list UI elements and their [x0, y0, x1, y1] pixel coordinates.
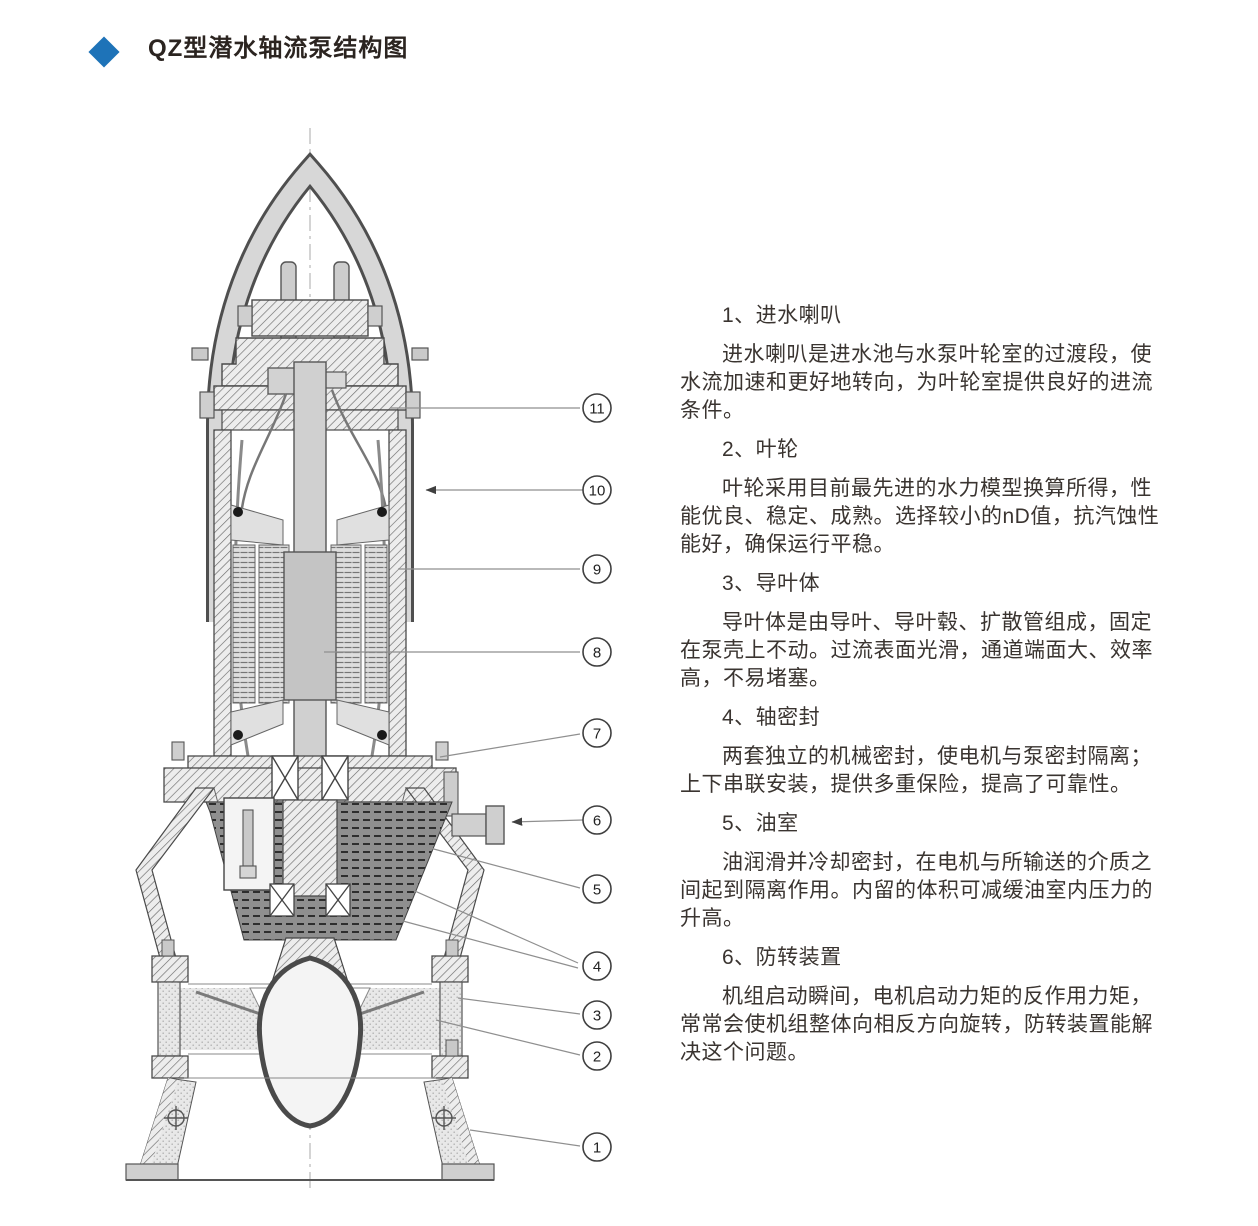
section-body: 油润滑并冷却密封，在电机与所输送的介质之间起到隔离作用。内留的体积可减缓油室内压… [680, 851, 1153, 930]
section-heading: 1、进水喇叭 [722, 304, 842, 327]
callout-9: 9 [582, 554, 612, 584]
callout-4: 4 [582, 951, 612, 981]
callout-1: 1 [582, 1132, 612, 1162]
callout-2: 2 [582, 1041, 612, 1071]
callout-5: 5 [582, 874, 612, 904]
flange-bolt [171, 741, 185, 761]
impeller [256, 937, 364, 1129]
callout-8: 8 [582, 637, 612, 667]
oil-probe [242, 809, 254, 867]
inlet-bell [125, 1077, 495, 1181]
seal-housing [163, 741, 459, 817]
section-body: 两套独立的机械密封，使电机与泵密封隔离；上下串联安装，提供多重保险，提高了可靠性… [680, 745, 1152, 796]
flange-bolt [445, 1039, 459, 1057]
section-body: 叶轮采用目前最先进的水力模型换算所得，性能优良、稳定、成熟。选择较小的nD值，抗… [680, 477, 1160, 556]
lower-end-windings [230, 699, 390, 746]
motor-housing [213, 429, 407, 757]
description-column: 1、进水喇叭 进水喇叭是进水池与水泵叶轮室的过渡段，使水流加速和更好地转向，为叶… [680, 302, 1162, 1067]
section-impeller: 2、叶轮 叶轮采用目前最先进的水力模型换算所得，性能优良、稳定、成熟。选择较小的… [680, 436, 1162, 559]
svg-text:3: 3 [593, 1008, 601, 1025]
section-body: 机组启动瞬间，电机启动力矩的反作用力矩，常常会使机组整体向相反方向旋转，防转装置… [680, 985, 1153, 1064]
mechanical-seal-upper [271, 755, 349, 801]
section-oil-chamber: 5、油室 油润滑并冷却密封，在电机与所输送的介质之间起到隔离作用。内留的体积可减… [680, 810, 1162, 933]
section-anti-rotation-device: 6、防转装置 机组启动瞬间，电机启动力矩的反作用力矩，常常会使机组整体向相反方向… [680, 944, 1162, 1067]
datum-mark [164, 1106, 188, 1130]
upper-end-windings [230, 504, 390, 546]
leader-lines [324, 407, 584, 1147]
callout-11: 11 [582, 393, 612, 423]
svg-text:7: 7 [593, 726, 601, 743]
section-guide-vane-body: 3、导叶体 导叶体是由导叶、导叶毂、扩散管组成，固定在泵壳上不动。过流表面光滑，… [680, 570, 1162, 693]
cover-bolt [191, 347, 209, 361]
svg-text:11: 11 [589, 401, 605, 418]
svg-text:10: 10 [589, 483, 606, 500]
callout-10: 10 [582, 475, 612, 505]
mechanical-seal-lower [269, 883, 351, 917]
svg-text:8: 8 [593, 645, 601, 662]
section-inlet-bell: 1、进水喇叭 进水喇叭是进水池与水泵叶轮室的过渡段，使水流加速和更好地转向，为叶… [680, 302, 1162, 425]
section-heading: 6、防转装置 [722, 946, 842, 969]
pump-cross-section-diagram: 11 10 9 8 7 6 5 4 [125, 128, 612, 1192]
bell-foot [125, 1163, 179, 1181]
svg-text:2: 2 [593, 1049, 601, 1066]
pump-diagram-area: 11 10 9 8 7 6 5 4 [125, 128, 612, 1192]
svg-text:5: 5 [593, 882, 601, 899]
svg-text:9: 9 [593, 562, 601, 579]
flange-bolt [161, 939, 175, 957]
oil-chamber [205, 797, 453, 941]
svg-text:1: 1 [593, 1140, 601, 1157]
section-heading: 4、轴密封 [722, 706, 821, 729]
flange-bolt [445, 939, 459, 957]
callout-6: 6 [582, 805, 612, 835]
anti-rotation-device [451, 805, 505, 845]
section-body: 导叶体是由导叶、导叶毂、扩散管组成，固定在泵壳上不动。过流表面光滑，通道端面大、… [680, 611, 1153, 690]
motor-wire [330, 389, 389, 516]
flange-bolt [435, 741, 449, 761]
callouts: 11 10 9 8 7 6 5 4 [582, 393, 612, 1162]
bell-foot [441, 1163, 495, 1181]
rotor [283, 551, 337, 701]
svg-text:4: 4 [593, 959, 601, 976]
callout-3: 3 [582, 1000, 612, 1030]
motor-wire [239, 393, 288, 516]
lifting-handle [206, 151, 414, 622]
svg-text:6: 6 [593, 813, 601, 830]
section-body: 进水喇叭是进水池与水泵叶轮室的过渡段，使水流加速和更好地转向，为叶轮室提供良好的… [680, 343, 1153, 422]
impeller-hub-fairing [256, 955, 364, 1129]
page-title: QZ型潜水轴流泵结构图 [148, 35, 409, 62]
section-heading: 2、叶轮 [722, 438, 799, 461]
section-heading: 5、油室 [722, 812, 799, 835]
datum-mark [432, 1106, 456, 1130]
callout-7: 7 [582, 718, 612, 748]
section-shaft-seal: 4、轴密封 两套独立的机械密封，使电机与泵密封隔离；上下串联安装，提供多重保险，… [680, 704, 1162, 799]
cover-bolt [411, 347, 429, 361]
section-heading: 3、导叶体 [722, 572, 821, 595]
